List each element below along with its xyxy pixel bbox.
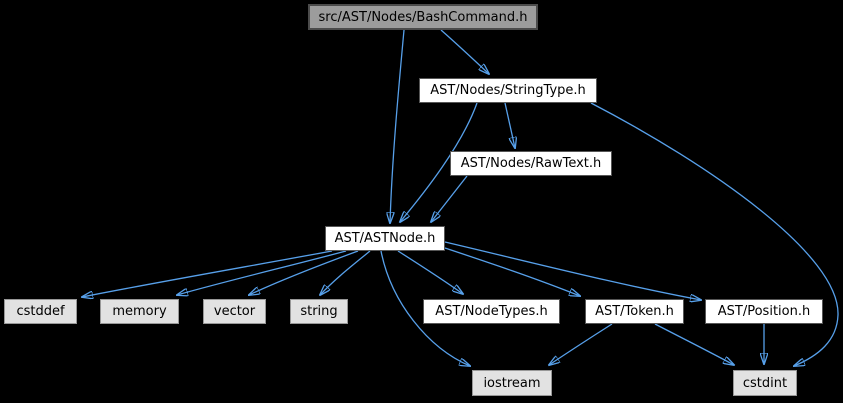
edge-token-iostream — [549, 323, 613, 365]
edge-astnode-cstddef — [82, 250, 333, 297]
edge-astnode-vector — [249, 250, 359, 295]
edge-bashcommand-stringtype — [440, 29, 489, 74]
node-astnode[interactable]: AST/ASTNode.h — [325, 226, 445, 251]
node-vector: vector — [203, 299, 266, 324]
node-cstddef: cstddef — [4, 299, 77, 324]
node-stringtype[interactable]: AST/Nodes/StringType.h — [419, 78, 597, 103]
edge-astnode-iostream — [380, 250, 470, 366]
node-nodetypes[interactable]: AST/NodeTypes.h — [423, 299, 560, 324]
node-string: string — [290, 299, 348, 324]
node-position[interactable]: AST/Position.h — [705, 299, 823, 324]
node-bashcommand: src/AST/Nodes/BashCommand.h — [308, 4, 538, 30]
edge-stringtype-astnode — [400, 102, 478, 222]
edge-astnode-nodetypes — [397, 250, 463, 294]
edge-stringtype-cstdint — [590, 102, 839, 366]
node-iostream: iostream — [472, 370, 552, 396]
edge-token-cstdint — [654, 323, 734, 365]
edge-rawtext-astnode — [431, 175, 468, 222]
node-token[interactable]: AST/Token.h — [585, 299, 684, 324]
edge-astnode-position — [444, 241, 701, 300]
edge-bashcommand-astnode — [390, 29, 405, 223]
edge-astnode-string — [320, 250, 371, 295]
node-rawtext[interactable]: AST/Nodes/RawText.h — [450, 151, 612, 176]
edge-astnode-memory — [177, 250, 347, 295]
node-cstdint: cstdint — [733, 370, 797, 396]
node-memory: memory — [100, 299, 179, 324]
edge-stringtype-rawtext — [504, 102, 515, 148]
edge-astnode-token — [444, 247, 580, 296]
